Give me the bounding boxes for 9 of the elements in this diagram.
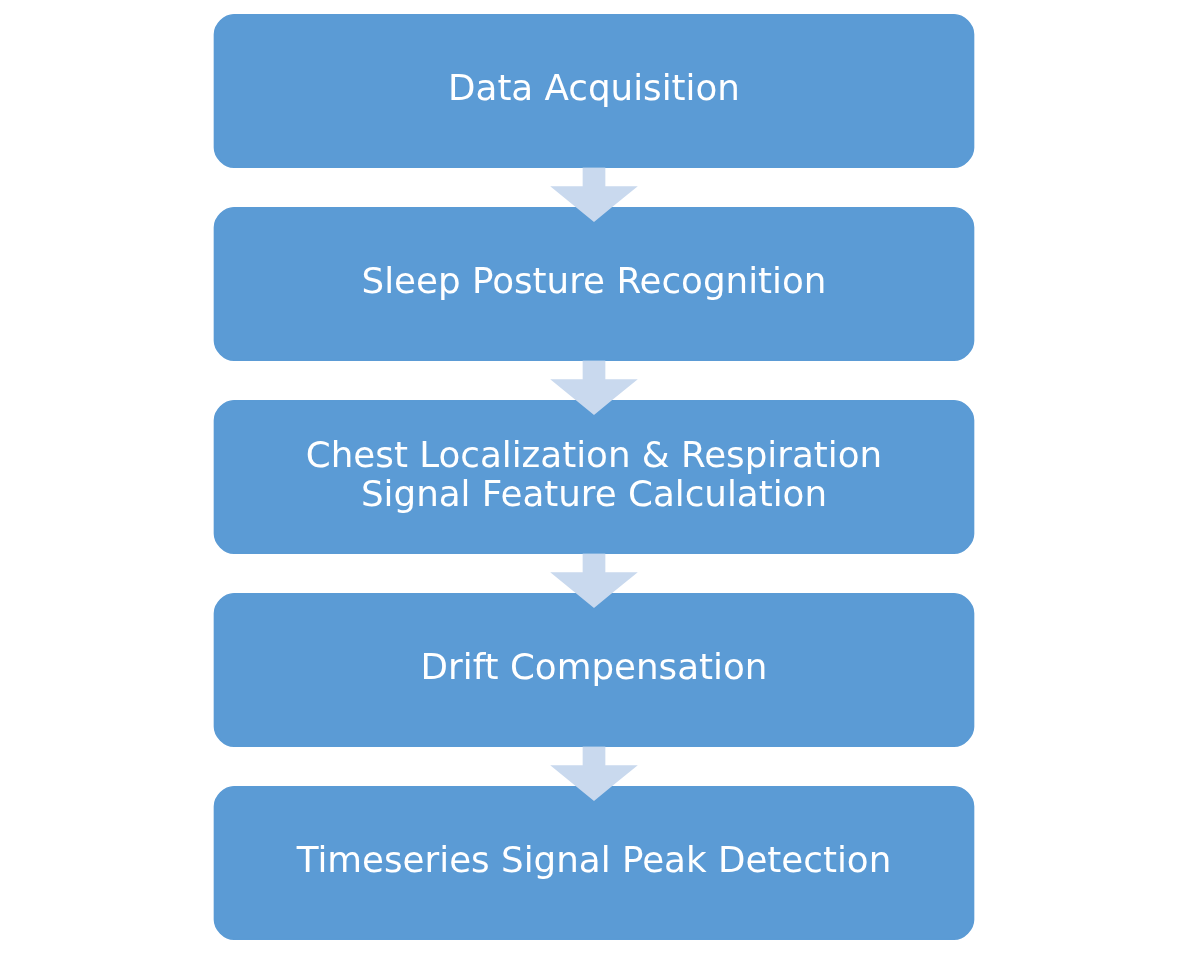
node-box: Timeseries Signal Peak Detection <box>213 785 975 941</box>
node-box: Sleep Posture Recognition <box>213 206 975 362</box>
node-box: Chest Localization & Respiration Signal Feature Calculation <box>213 399 975 555</box>
node-box: Drift Compensation <box>213 592 975 748</box>
arrow <box>550 167 638 222</box>
arrow <box>550 360 638 415</box>
node-box: Data Acquisition <box>213 13 975 169</box>
arrow <box>550 746 638 801</box>
arrow <box>550 553 638 608</box>
